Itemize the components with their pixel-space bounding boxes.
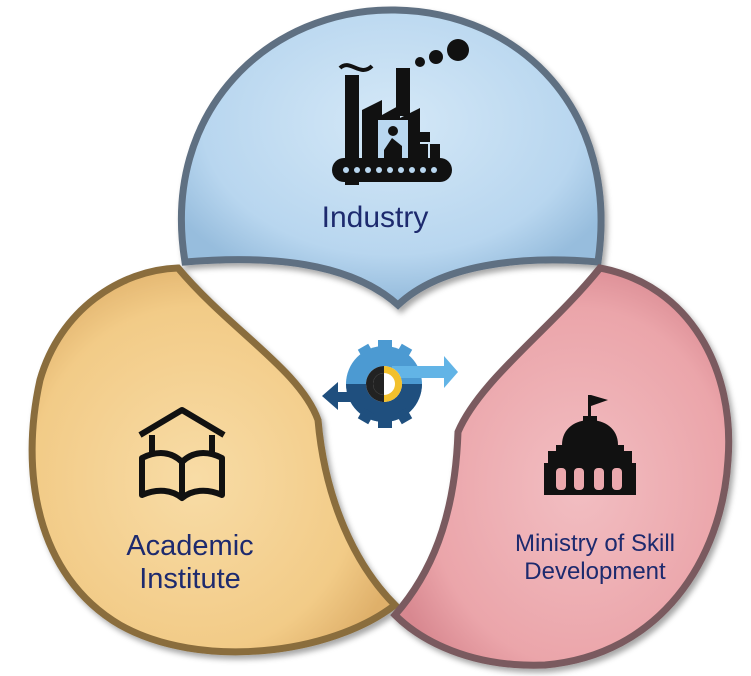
gear-exchange-icon [322, 340, 458, 428]
academic-label-line-2: Institute [139, 563, 241, 596]
government-building-icon [544, 395, 636, 495]
ministry-label-line-1: Ministry of Skill [514, 530, 676, 557]
industry-label-line-1: Industry [321, 201, 429, 234]
academic-label-line-1: Academic [126, 530, 254, 562]
ministry-label: Ministry of Skill Development [470, 530, 720, 585]
factory-icon [332, 39, 469, 185]
academic-shape [28, 264, 401, 656]
ministry-label-line-2: Development [524, 557, 666, 585]
book-house-icon [138, 407, 226, 501]
industry-label: Industry [275, 201, 475, 236]
academic-label: Academic Institute [85, 530, 295, 597]
